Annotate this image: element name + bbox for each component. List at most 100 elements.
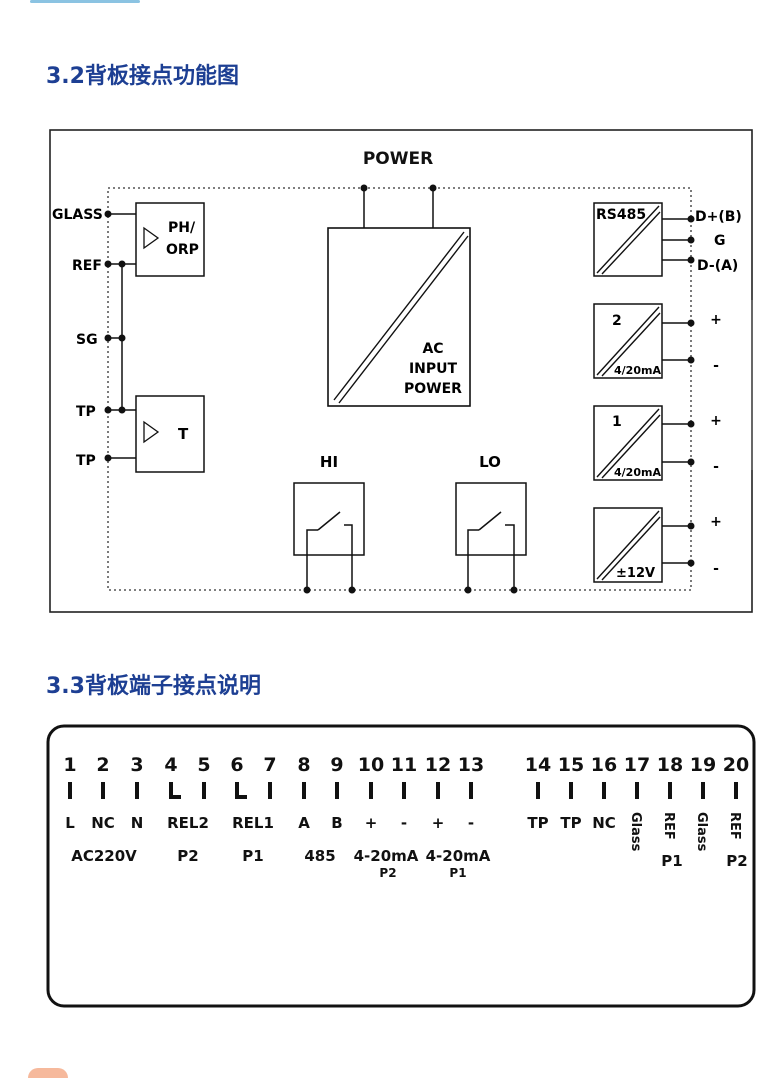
group-4-20ma-2: 4-20mA [426, 847, 491, 865]
lo-relay-block [455, 482, 527, 556]
label-tp-14: TP [527, 814, 548, 832]
output-1-range: 4/20mA [614, 466, 661, 479]
v12-minus: - [713, 561, 719, 577]
v12-label: ±12V [616, 566, 655, 581]
output-1-minus: - [713, 459, 719, 475]
group-ac220v: AC220V [71, 847, 137, 865]
section-3-3-title: 3.3背板端子接点说明 [46, 674, 261, 699]
ac-label-1: AC [422, 341, 443, 357]
label-nc: NC [91, 814, 115, 832]
terminal-number: 9 [330, 754, 343, 776]
label-ref-18: REF [661, 812, 676, 840]
terminal-number: 8 [297, 754, 310, 776]
top-accent-bar [30, 0, 140, 3]
hi-node-2 [348, 586, 356, 594]
rs485-wires [662, 218, 691, 261]
terminal-numbers: 1 2 3 4 5 6 7 8 9 10 11 12 13 14 15 16 1… [63, 754, 749, 776]
left-terminal-sg: SG [76, 332, 98, 348]
t-amp-icon [143, 420, 160, 444]
hi-label: HI [320, 453, 338, 471]
hi-node-1 [303, 586, 311, 594]
ph-amp-icon [143, 226, 160, 250]
label-nc-16: NC [592, 814, 616, 832]
terminal-number: 14 [525, 754, 551, 776]
terminal-number: 10 [358, 754, 384, 776]
output-2-number: 2 [612, 313, 622, 329]
label-l: L [65, 814, 75, 832]
rs485-term-dminus: D-(A) [697, 258, 738, 274]
lo-node-2 [510, 586, 518, 594]
left-terminal-glass: GLASS [52, 207, 103, 223]
power-wires [363, 188, 434, 228]
terminal-number: 4 [164, 754, 177, 776]
ac-block-diagonal [333, 231, 465, 401]
lo-node-1 [464, 586, 472, 594]
terminal-number: 19 [690, 754, 716, 776]
label-tp-15: TP [560, 814, 581, 832]
power-label: POWER [363, 149, 433, 169]
power-node-1 [360, 184, 368, 192]
label-plus-12: + [432, 814, 445, 832]
terminal-number: 5 [197, 754, 210, 776]
orp-label: ORP [166, 242, 199, 258]
terminal-number: 1 [63, 754, 76, 776]
terminal-number: 7 [263, 754, 276, 776]
rs485-term-g: G [714, 233, 726, 249]
terminal-number: 2 [96, 754, 109, 776]
group-4-20ma-1: 4-20mA [354, 847, 419, 865]
terminal-number: 13 [458, 754, 484, 776]
section-3-2-title: 3.2背板接点功能图 [46, 64, 239, 89]
corner-decoration [28, 1068, 68, 1078]
terminal-number: 11 [391, 754, 417, 776]
t-label: T [178, 425, 189, 443]
output-1-plus: + [710, 413, 722, 429]
terminal-number: 18 [657, 754, 683, 776]
label-b: B [331, 814, 342, 832]
lo-label: LO [479, 453, 501, 471]
power-node-2 [429, 184, 437, 192]
label-minus-13: - [468, 814, 474, 832]
label-rel2: REL2 [167, 814, 209, 832]
group-p1-rel: P1 [242, 847, 263, 865]
group-p2-rel: P2 [177, 847, 198, 865]
terminal-number: 16 [591, 754, 617, 776]
terminal-number: 15 [558, 754, 584, 776]
group-4-20ma-1-sub: P2 [379, 866, 396, 880]
label-n: N [131, 814, 144, 832]
label-minus-11: - [401, 814, 407, 832]
terminal-strip-frame [46, 724, 756, 1008]
left-terminal-tp1: TP [76, 404, 96, 420]
ph-label: PH/ [168, 220, 196, 236]
inner-boundary [107, 187, 692, 591]
label-plus-10: + [365, 814, 378, 832]
v12-plus: + [710, 514, 722, 530]
terminal-number: 12 [425, 754, 451, 776]
group-4-20ma-2-sub: P1 [449, 866, 466, 880]
ac-label-3: POWER [404, 381, 462, 397]
group-485: 485 [304, 847, 335, 865]
terminal-number: 3 [130, 754, 143, 776]
terminal-number: 6 [230, 754, 243, 776]
rs485-label: RS485 [596, 207, 646, 223]
label-glass-17: Glass [628, 812, 643, 852]
left-nodes [104, 210, 126, 462]
terminal-number: 20 [723, 754, 749, 776]
rs485-term-dplus: D+(B) [695, 209, 742, 225]
label-a: A [298, 814, 310, 832]
left-terminal-tp2: TP [76, 453, 96, 469]
label-rel1: REL1 [232, 814, 274, 832]
hi-relay-block [293, 482, 365, 556]
output-2-minus: - [713, 358, 719, 374]
output-2-range: 4/20mA [614, 364, 661, 377]
label-ref-20: REF [727, 812, 742, 840]
output-1-number: 1 [612, 414, 622, 430]
terminal-number: 17 [624, 754, 650, 776]
output-2-plus: + [710, 312, 722, 328]
terminal-pins [68, 782, 738, 799]
hi-relay-contact [306, 511, 353, 590]
label-glass-19: Glass [694, 812, 709, 852]
ac-label-2: INPUT [409, 361, 458, 377]
lo-relay-contact [467, 511, 515, 590]
